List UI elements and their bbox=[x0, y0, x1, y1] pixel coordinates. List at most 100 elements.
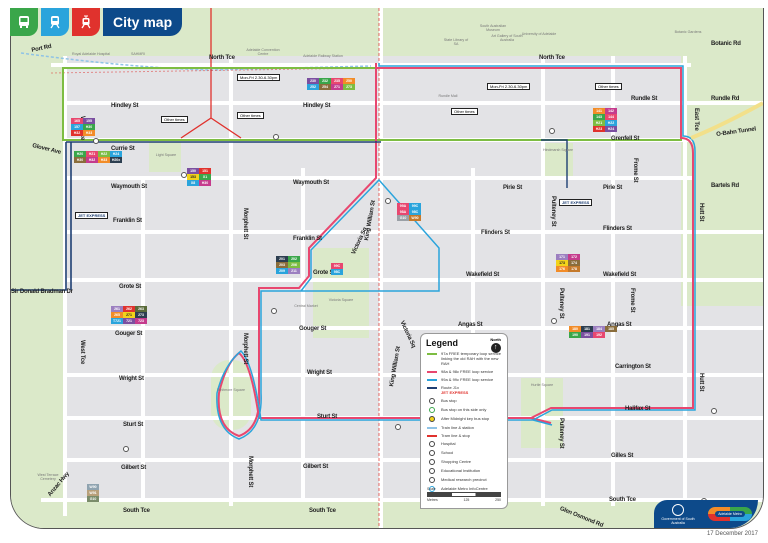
route-tag[interactable]: 174 bbox=[568, 260, 580, 266]
route-tag[interactable]: 99A bbox=[397, 203, 409, 209]
route-tag[interactable]: T721 bbox=[111, 318, 123, 324]
route-tag[interactable]: H20 bbox=[74, 151, 86, 157]
route-tags-nw1[interactable]: 165 155 157 H30 H32 H33 bbox=[71, 118, 95, 136]
route-tag[interactable]: H21 bbox=[593, 120, 605, 126]
route-tag[interactable]: H30 bbox=[74, 157, 86, 163]
bus-stop-icon[interactable] bbox=[395, 424, 401, 430]
route-tag[interactable]: 141 bbox=[593, 108, 605, 114]
route-tag[interactable]: 99C bbox=[409, 203, 421, 209]
route-tag[interactable]: 153 bbox=[187, 174, 199, 180]
route-tag[interactable]: 150 bbox=[187, 168, 199, 174]
route-tag[interactable]: 171 bbox=[556, 254, 568, 260]
route-tag[interactable]: 143 bbox=[593, 114, 605, 120]
route-tag[interactable]: 230 bbox=[307, 78, 319, 84]
route-tags-e2[interactable]: 180 181 184 185 190 191 192 bbox=[569, 326, 617, 338]
route-tag[interactable]: 265 bbox=[111, 312, 123, 318]
route-tag[interactable]: H22 bbox=[98, 151, 110, 157]
route-tag[interactable]: H33 bbox=[98, 157, 110, 163]
bus-stop-icon[interactable] bbox=[549, 128, 555, 134]
route-tag[interactable]: H21 bbox=[86, 151, 98, 157]
bus-stop-icon[interactable] bbox=[181, 172, 187, 178]
route-tag[interactable]: 190 bbox=[569, 332, 581, 338]
route-tag[interactable]: 201 bbox=[276, 256, 288, 262]
route-tag[interactable]: 261 bbox=[111, 306, 123, 312]
route-tag[interactable]: 202 bbox=[288, 256, 300, 262]
route-tag[interactable]: 203 bbox=[276, 262, 288, 268]
route-tags-nw3[interactable]: 150 151 153 X1 X8 H30 bbox=[187, 168, 211, 186]
route-tag[interactable]: 271 bbox=[331, 84, 343, 90]
route-tag[interactable]: W91 bbox=[87, 490, 99, 496]
bus-stop-icon[interactable] bbox=[93, 138, 99, 144]
bus-stop-icon[interactable] bbox=[123, 446, 129, 452]
route-tag[interactable]: 192 bbox=[593, 332, 605, 338]
bus-stop-icon[interactable] bbox=[273, 134, 279, 140]
route-tag[interactable]: 178 bbox=[568, 266, 580, 272]
route-tag[interactable]: 262 bbox=[123, 306, 135, 312]
route-tag[interactable]: 254 bbox=[319, 84, 331, 90]
route-tag[interactable]: 723 bbox=[135, 318, 147, 324]
route-tags-sw1[interactable]: W90 W91 G10 bbox=[87, 484, 99, 502]
route-tags-e1[interactable]: 171 172 173 174 176 178 bbox=[556, 254, 580, 272]
route-tag[interactable]: 157 bbox=[71, 124, 83, 130]
route-tag[interactable]: 273 bbox=[343, 84, 355, 90]
bus-tab[interactable] bbox=[10, 8, 38, 36]
route-tag[interactable]: 98A bbox=[397, 209, 409, 215]
route-tag[interactable]: 99C bbox=[331, 263, 343, 269]
route-tag[interactable]: 273 bbox=[135, 312, 147, 318]
route-tag[interactable]: H23 bbox=[593, 126, 605, 132]
route-tag[interactable]: H32 bbox=[71, 130, 83, 136]
city-map[interactable]: Port Rd North Tce North Tce Hindley St H… bbox=[10, 8, 764, 529]
route-tag[interactable]: 165 bbox=[71, 118, 83, 124]
route-tag[interactable]: 185 bbox=[605, 326, 617, 332]
route-tag[interactable]: H30 bbox=[199, 180, 211, 186]
bus-stop-icon[interactable] bbox=[385, 198, 391, 204]
route-tag[interactable]: 271 bbox=[123, 312, 135, 318]
route-tags-c2[interactable]: 99A 99C 98A 98C G10 W90 bbox=[397, 203, 421, 221]
route-tag[interactable]: X1 bbox=[199, 174, 211, 180]
route-tag[interactable]: 209 bbox=[276, 268, 288, 274]
route-tag[interactable]: H22 bbox=[605, 120, 617, 126]
route-tag[interactable]: H24 bbox=[110, 151, 122, 157]
tram-tab[interactable] bbox=[72, 8, 100, 36]
route-tag[interactable]: 235 bbox=[331, 78, 343, 84]
bus-stop-icon[interactable] bbox=[271, 308, 277, 314]
route-tag[interactable]: 144 bbox=[605, 114, 617, 120]
route-tag[interactable]: 155 bbox=[83, 118, 95, 124]
route-tag[interactable]: H20x bbox=[110, 157, 122, 163]
route-tag[interactable]: 98C bbox=[409, 209, 421, 215]
route-tag[interactable]: 250 bbox=[343, 78, 355, 84]
route-tag[interactable]: 173 bbox=[556, 260, 568, 266]
bus-stop-icon[interactable] bbox=[551, 318, 557, 324]
route-tag[interactable]: 721 bbox=[123, 318, 135, 324]
train-tab[interactable] bbox=[41, 8, 69, 36]
route-tag[interactable]: H30 bbox=[83, 124, 95, 130]
route-tags-s2[interactable]: 261 262 263 265 271 273 T721 721 723 bbox=[111, 306, 147, 324]
route-tag[interactable]: G10 bbox=[397, 215, 409, 221]
route-tag[interactable]: 181 bbox=[581, 326, 593, 332]
route-tags-c1[interactable]: 230 232 235 250 252 254 271 273 bbox=[307, 78, 355, 90]
route-tags-ne2[interactable]: 141 142 143 144 H21 H22 H23 H24 bbox=[593, 108, 617, 132]
route-tag[interactable]: 232 bbox=[319, 78, 331, 84]
route-tag[interactable]: 263 bbox=[135, 306, 147, 312]
route-tag[interactable]: 211 bbox=[288, 268, 300, 274]
route-tag[interactable]: H32 bbox=[86, 157, 98, 163]
route-tag[interactable]: 142 bbox=[605, 108, 617, 114]
route-tag[interactable]: 180 bbox=[569, 326, 581, 332]
route-tag[interactable]: W90 bbox=[87, 484, 99, 490]
bus-stop-icon[interactable] bbox=[711, 408, 717, 414]
route-tags-s1[interactable]: 201 202 203 206 209 211 bbox=[276, 256, 300, 274]
route-tag[interactable]: 206 bbox=[288, 262, 300, 268]
route-tag[interactable]: X8 bbox=[187, 180, 199, 186]
route-tag[interactable]: H24 bbox=[605, 126, 617, 132]
route-tags-nw2[interactable]: H20 H21 H22 H24 H30 H32 H33 H20x bbox=[74, 151, 122, 163]
route-tag[interactable]: 98C bbox=[331, 269, 343, 275]
route-tag[interactable]: 176 bbox=[556, 266, 568, 272]
route-tag[interactable]: 172 bbox=[568, 254, 580, 260]
route-tags-ne1[interactable]: 99C 98C bbox=[331, 263, 343, 275]
route-tag[interactable]: H33 bbox=[83, 130, 95, 136]
route-tag[interactable]: 151 bbox=[199, 168, 211, 174]
route-tag[interactable]: 184 bbox=[593, 326, 605, 332]
route-tag[interactable]: 191 bbox=[581, 332, 593, 338]
route-tag[interactable]: G10 bbox=[87, 496, 99, 502]
route-tag[interactable]: W90 bbox=[409, 215, 421, 221]
